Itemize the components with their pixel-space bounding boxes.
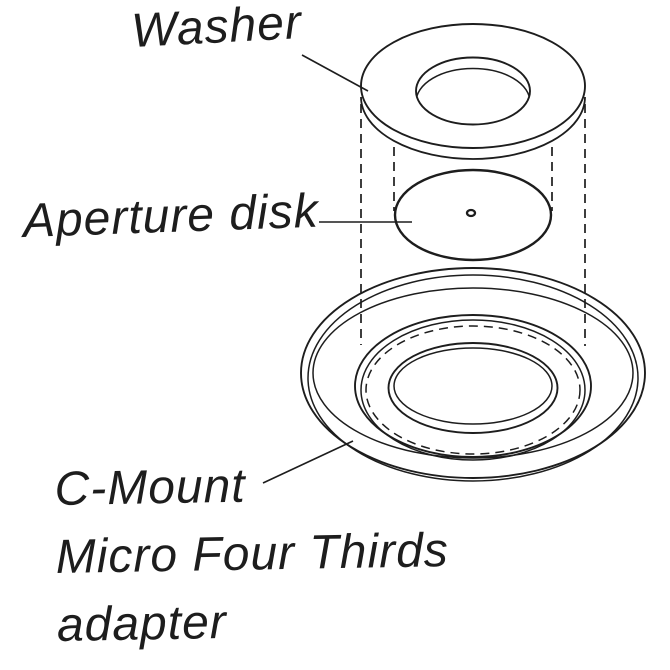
aperture-disk-drawing bbox=[393, 168, 553, 262]
washer-drawing bbox=[360, 23, 586, 160]
adapter-center-hole bbox=[387, 342, 559, 434]
adapter-center-hole-chamfer bbox=[393, 347, 553, 425]
washer-label: Washer bbox=[130, 0, 304, 58]
washer-leader-line bbox=[301, 54, 369, 92]
projection-lines bbox=[360, 104, 586, 346]
adapter-outer-chamfer bbox=[307, 274, 639, 482]
leader-lines bbox=[262, 54, 412, 484]
washer-outer-edge bbox=[360, 23, 586, 149]
aperture-disk-edge bbox=[393, 168, 553, 262]
adapter-flange-step-edge bbox=[312, 287, 634, 459]
adapter-drawing bbox=[300, 267, 646, 482]
adapter-label-line2: Micro Four Thirds bbox=[55, 524, 450, 584]
washer-bottom-rim-arc bbox=[360, 96, 586, 160]
washer-hole-edge bbox=[415, 56, 531, 126]
adapter-washer-seat-hidden-edge bbox=[365, 325, 581, 455]
pinhole bbox=[465, 208, 477, 218]
adapter-raised-ring-outer bbox=[354, 314, 592, 458]
washer-hole-depth-arc bbox=[416, 67, 530, 125]
adapter-label: C-Mount Micro Four Thirds adapter bbox=[54, 449, 451, 660]
adapter-label-line1: C-Mount bbox=[54, 459, 247, 516]
adapter-leader-line bbox=[262, 440, 354, 484]
adapter-outer-edge bbox=[300, 267, 646, 479]
adapter-raised-ring-inner bbox=[360, 319, 586, 461]
adapter-label-line3: adapter bbox=[56, 596, 228, 652]
aperture-disk-label: Aperture disk bbox=[22, 184, 320, 248]
